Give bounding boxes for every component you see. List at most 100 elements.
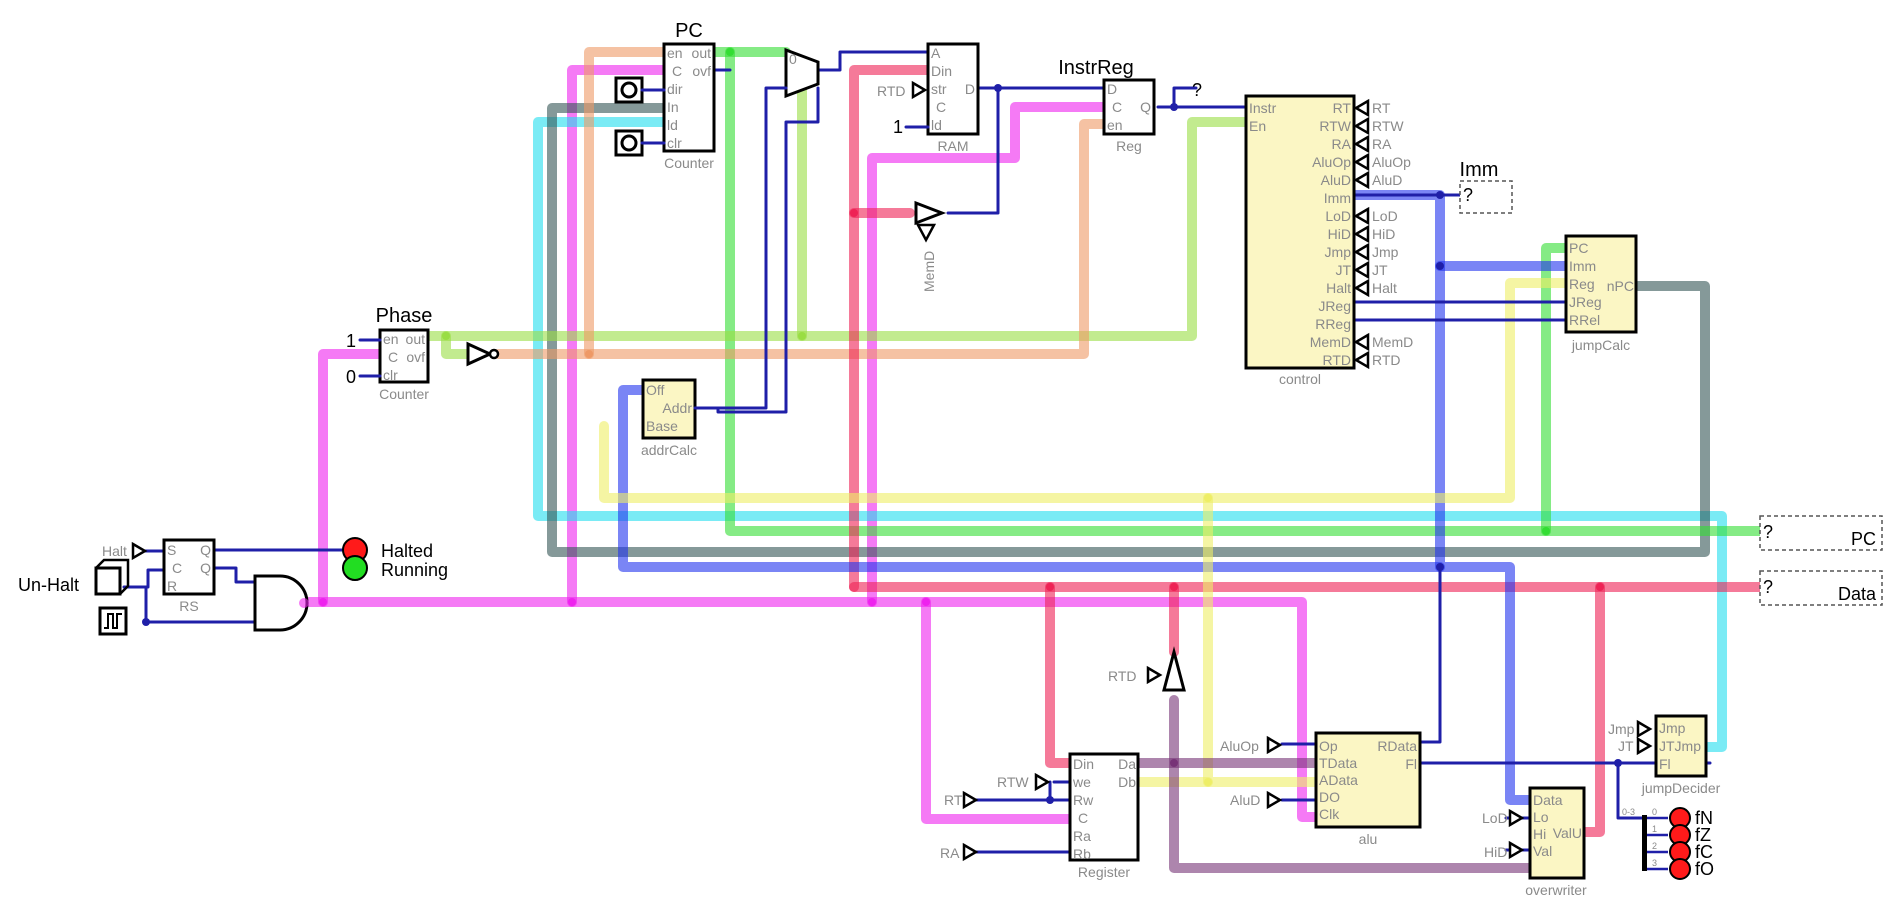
control-pin-jmp: Jmp xyxy=(1325,244,1352,260)
alu-pin: AData xyxy=(1319,772,1358,788)
svg-text:Base: Base xyxy=(646,418,678,434)
svg-text:Q: Q xyxy=(200,560,211,576)
pc-counter[interactable]: PC en C dir In ld clr out ovf Counter xyxy=(614,20,716,171)
svg-text:jumpDecider: jumpDecider xyxy=(1641,780,1721,796)
control-tunnel-jt: JT xyxy=(1372,262,1388,278)
svg-text:HiD: HiD xyxy=(1484,844,1507,860)
alu-pin: Op xyxy=(1319,738,1338,754)
running-led xyxy=(342,555,368,581)
control-pin-memd: MemD xyxy=(1310,334,1351,350)
control-pin-aluop: AluOp xyxy=(1312,154,1351,170)
svg-text:0-3: 0-3 xyxy=(1622,807,1635,817)
jumpcalc-pin: Reg xyxy=(1569,276,1595,292)
svg-text:RT: RT xyxy=(944,792,963,808)
flag-label-fN: fN xyxy=(1695,808,1713,828)
svg-text:A: A xyxy=(931,45,941,61)
svg-text:clr: clr xyxy=(383,367,398,383)
junction-dots xyxy=(142,48,1622,804)
flag-label-fO: fO xyxy=(1695,859,1714,879)
tunnel-icon xyxy=(1353,242,1370,262)
svg-text:str: str xyxy=(931,81,947,97)
control-pin-jt: JT xyxy=(1335,262,1351,278)
register-pin: we xyxy=(1072,774,1091,790)
svg-text:Halted: Halted xyxy=(381,541,433,561)
clock-bus xyxy=(298,597,1321,822)
svg-text:PC: PC xyxy=(1851,529,1876,549)
tunnel-icon xyxy=(1353,332,1370,352)
svg-text:C: C xyxy=(172,560,182,576)
svg-text:Register: Register xyxy=(1078,864,1130,880)
imm-probe: Imm ? xyxy=(1459,159,1513,214)
control-pin-lod: LoD xyxy=(1325,208,1351,224)
jumpcalc-pin: PC xyxy=(1569,240,1588,256)
svg-text:Addr: Addr xyxy=(662,400,692,416)
control-pin-rtw: RTW xyxy=(1319,118,1351,134)
unhalt-button[interactable]: Un-Halt xyxy=(18,558,130,596)
svg-text:RAM: RAM xyxy=(937,138,968,154)
overwriter-pin: Hi xyxy=(1533,826,1546,842)
svg-text:clr: clr xyxy=(667,135,682,151)
control-tunnel-hid: HiD xyxy=(1372,226,1395,242)
jump-decider: Jmp JTJmp Fl jumpDecider Jmp JT xyxy=(1608,714,1721,796)
not-gate xyxy=(466,341,500,367)
svg-text:control: control xyxy=(1279,371,1321,387)
ram: A Din str C ld D RAM RTD 1 xyxy=(877,42,980,154)
svg-text:Instr: Instr xyxy=(1249,100,1277,116)
dir-button[interactable] xyxy=(614,76,666,104)
svg-text:Halt: Halt xyxy=(102,543,127,559)
addr-calc: Off Base Addr addrCalc xyxy=(641,86,788,458)
svg-text:En: En xyxy=(1249,118,1266,134)
pc-output-probe: ? PC xyxy=(1759,515,1883,551)
clock-source xyxy=(98,606,128,636)
svg-text:nPC: nPC xyxy=(1607,278,1634,294)
control-pin-imm: Imm xyxy=(1324,190,1351,206)
svg-text:ld: ld xyxy=(667,117,678,133)
svg-text:Jmp: Jmp xyxy=(1659,720,1686,736)
jumpcalc-pin: Imm xyxy=(1569,258,1596,274)
svg-text:1: 1 xyxy=(893,117,903,137)
svg-text:InstrReg: InstrReg xyxy=(1058,57,1134,79)
svg-text:RTD: RTD xyxy=(1108,668,1137,684)
svg-text:0: 0 xyxy=(346,367,356,387)
svg-text:out: out xyxy=(692,45,712,61)
tunnel-icon xyxy=(1353,350,1370,370)
svg-text:C: C xyxy=(936,99,946,115)
pc-type: Counter xyxy=(664,155,714,171)
svg-text:Off: Off xyxy=(646,382,665,398)
rtd-driver: RTD xyxy=(1108,646,1186,692)
svg-text:D: D xyxy=(965,81,975,97)
svg-text:RTW: RTW xyxy=(997,774,1029,790)
rs-flipflop: S C R Q Q RS Halt xyxy=(102,538,216,614)
svg-text:Counter: Counter xyxy=(379,386,429,402)
register-pin: C xyxy=(1078,810,1088,826)
control-pin-rt: RT xyxy=(1333,100,1352,116)
svg-text:JT: JT xyxy=(1618,738,1634,754)
svg-text:Q: Q xyxy=(1140,99,1151,115)
control-tunnel-aluop: AluOp xyxy=(1372,154,1411,170)
svg-text:Din: Din xyxy=(931,63,952,79)
svg-text:ld: ld xyxy=(931,117,942,133)
svg-text:ovf: ovf xyxy=(692,63,711,79)
tunnel-icon xyxy=(1353,134,1370,154)
ram-str-tunnel: RTD xyxy=(877,83,906,99)
overwriter-pin: Lo xyxy=(1533,809,1549,825)
pc-title: PC xyxy=(675,20,703,42)
flag-label-fZ: fZ xyxy=(1695,825,1711,845)
alu-pin: Clk xyxy=(1319,806,1340,822)
svg-text:D: D xyxy=(1107,81,1117,97)
tunnel-icon xyxy=(1353,278,1370,298)
data-output-probe: ? Data xyxy=(1759,570,1883,606)
svg-text:R: R xyxy=(167,578,177,594)
svg-text:Jmp: Jmp xyxy=(1608,721,1635,737)
instruction-register: InstrReg D C en Q Reg ? xyxy=(1058,57,1202,154)
svg-text:alu: alu xyxy=(1359,831,1378,847)
svg-text:AluOp: AluOp xyxy=(1220,738,1259,754)
flag-index: 2 xyxy=(1652,841,1657,851)
clr-button[interactable] xyxy=(614,129,666,157)
register-pin: Ra xyxy=(1073,828,1091,844)
